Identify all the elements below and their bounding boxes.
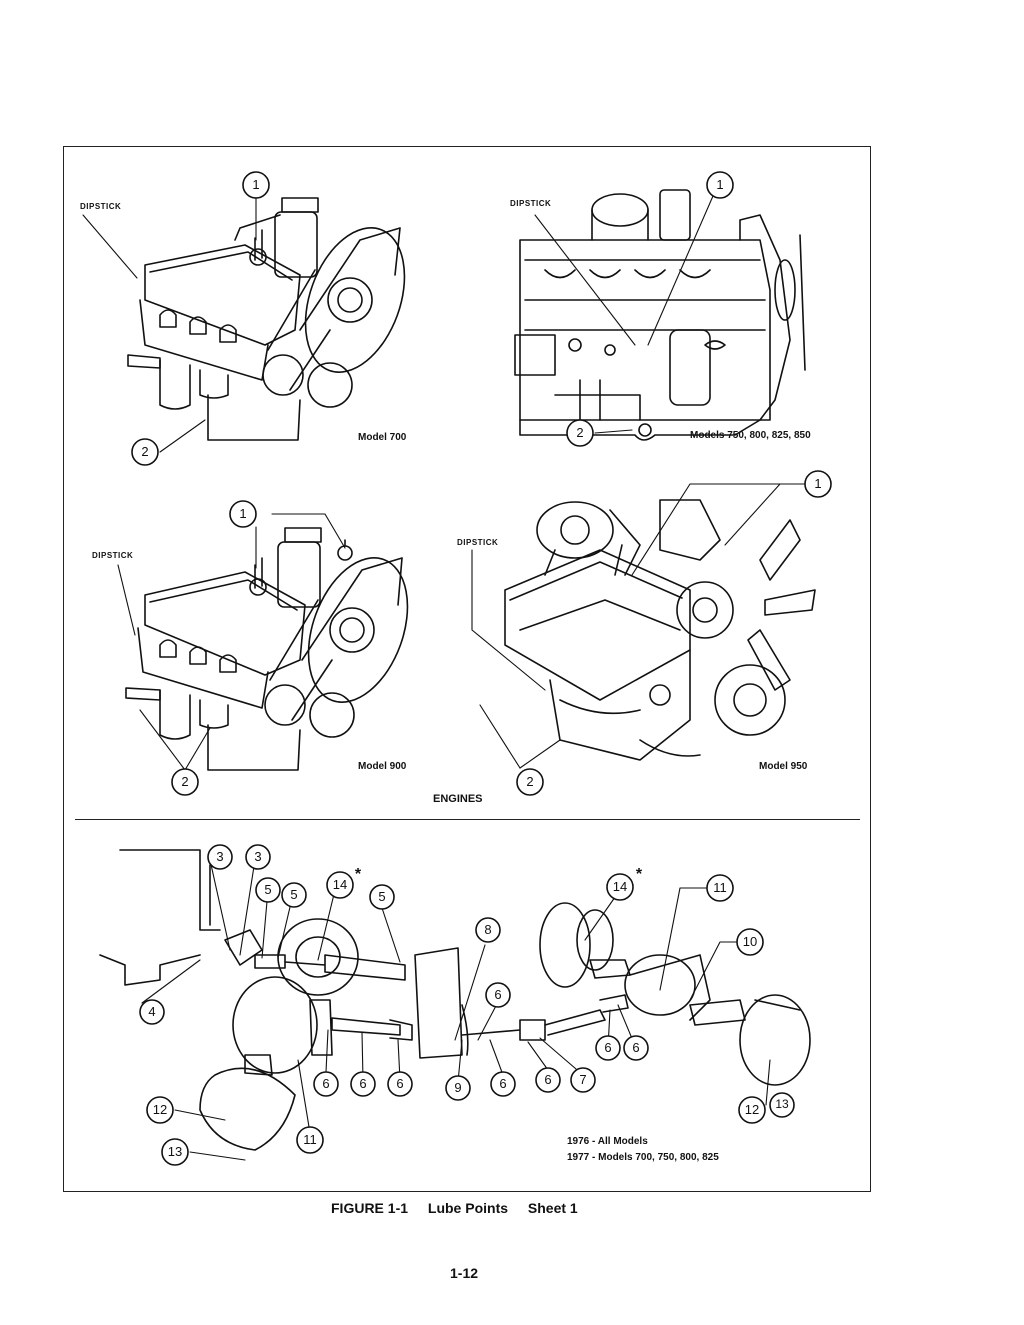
figure-frame xyxy=(63,146,871,1192)
figure-title: Lube Points xyxy=(427,1200,509,1216)
model-label: Model 900 xyxy=(358,761,407,772)
engine-model-950-drawing xyxy=(504,499,816,761)
figure-number: FIGURE 1-1 xyxy=(331,1200,409,1216)
dipstick-label: DIPSTICK xyxy=(457,538,499,547)
figure-caption: FIGURE 1-1 Lube Points Sheet 1 xyxy=(331,1200,594,1216)
driveline-drawing xyxy=(99,849,811,1151)
leader-lines xyxy=(82,195,806,1161)
model-label: Model 700 xyxy=(358,432,407,443)
engine-models-750-850-drawing xyxy=(514,189,806,441)
note-line: 1977 - Models 700, 750, 800, 825 xyxy=(567,1152,719,1163)
panel-divider xyxy=(75,819,860,820)
note-line: 1976 - All Models xyxy=(567,1136,648,1147)
model-label: Models 750, 800, 825, 850 xyxy=(690,430,811,441)
model-applicability-note: 1976 - All Models 1977 - Models 700, 750… xyxy=(567,1134,719,1166)
callout-circles xyxy=(131,171,832,1166)
dipstick-label: DIPSTICK xyxy=(92,551,134,560)
engine-model-900-drawing xyxy=(125,527,409,771)
dipstick-label: DIPSTICK xyxy=(510,199,552,208)
model-label: Model 950 xyxy=(759,761,808,772)
engine-model-700-drawing xyxy=(127,197,406,441)
engines-panel-title: ENGINES xyxy=(433,793,483,805)
dipstick-label: DIPSTICK xyxy=(80,202,122,211)
page-number: 1-12 xyxy=(450,1265,479,1281)
figure-sheet: Sheet 1 xyxy=(527,1200,578,1216)
